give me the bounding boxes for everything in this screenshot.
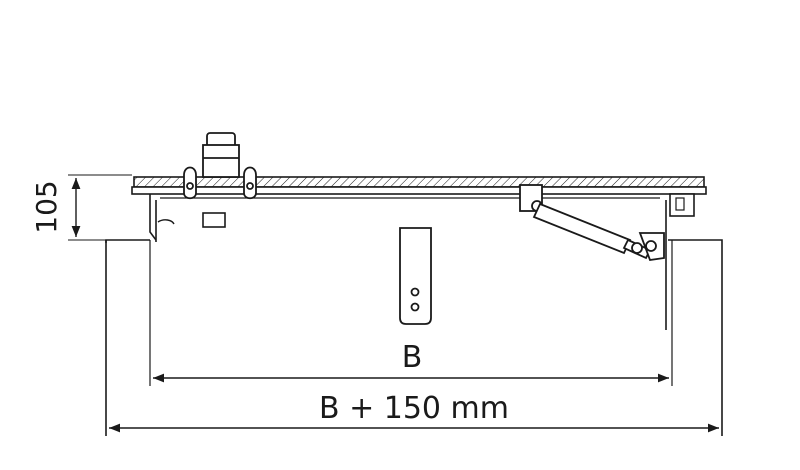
- frame-right-wall: [668, 239, 723, 436]
- lid-left-end: [149, 194, 157, 241]
- locking-tab-hole-2: [410, 302, 420, 312]
- lid-hook: [157, 219, 175, 225]
- strut-rod-end: [631, 242, 643, 254]
- hinge-pin-left: [186, 182, 194, 190]
- locking-tab: [399, 227, 432, 325]
- frame-left-top: [105, 239, 150, 243]
- lock-block: [202, 212, 226, 228]
- lid-rim: [131, 186, 707, 195]
- height-label: 105: [30, 180, 63, 233]
- hatch-frame: [105, 200, 723, 436]
- locking-tab-hole-1: [410, 287, 420, 297]
- inner-width-label: B: [402, 340, 423, 375]
- handle: [183, 132, 257, 200]
- dimension-lines: [68, 174, 719, 433]
- outer-width-label: B + 150 mm: [319, 391, 509, 426]
- gas-strut: [519, 184, 665, 261]
- strut-cylinder: [532, 202, 632, 255]
- locking-tab-plate: [399, 227, 432, 325]
- lid-right-bracket-inner: [675, 197, 685, 211]
- hinge-pin-right: [246, 182, 254, 190]
- strut-bottom-pivot: [645, 240, 657, 252]
- lid-right-bracket: [669, 193, 695, 217]
- lid: [131, 176, 707, 241]
- handle-body: [202, 144, 240, 178]
- lid-plate: [133, 176, 705, 188]
